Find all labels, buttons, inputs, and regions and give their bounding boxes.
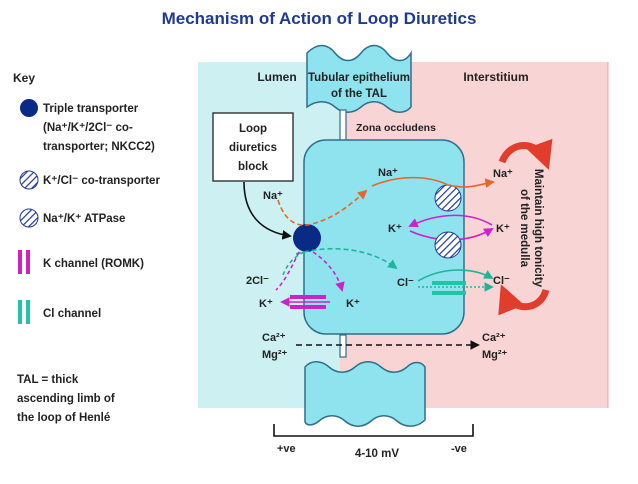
tal-note-line1: TAL = thick — [17, 374, 79, 386]
cl-channel-top — [432, 281, 466, 285]
k-recycle-arrow — [312, 251, 345, 292]
potential-value-label: 4-10 mV — [355, 448, 399, 460]
key-triple-line1: Triple transporter — [43, 103, 139, 115]
int-sign-label: -ve — [451, 443, 467, 455]
block-label-line1: Loop — [239, 123, 267, 135]
romk-channel-top — [290, 295, 326, 299]
key-k-channel-label: K channel (ROMK) — [43, 258, 144, 270]
na-int-label: Na⁺ — [493, 168, 513, 180]
k-atpase-arrow — [408, 214, 493, 228]
loop-diuretics-block-box — [212, 112, 294, 182]
cl-influx-arrow — [295, 247, 398, 270]
block-label-line2: diuretics — [229, 142, 277, 154]
mg-lumen-label: Mg²⁺ — [262, 349, 288, 361]
block-arrow — [243, 181, 292, 240]
cl-int-label: Cl⁻ — [493, 275, 510, 287]
diagram-title: Mechanism of Action of Loop Diuretics — [162, 9, 477, 28]
zona-occludens-label: Zona occludens — [356, 122, 436, 134]
ca-lumen-label: Ca²⁺ — [262, 332, 286, 344]
kcl-cotransporter-icon — [19, 170, 39, 190]
k-influx-arrow — [275, 251, 300, 291]
epithelium-label-line1: Tubular epithelium — [308, 72, 410, 84]
triple-transporter-icon — [20, 99, 38, 117]
romk-channel-bottom — [290, 305, 326, 309]
key-triple-line3: transporter; NKCC2) — [43, 141, 155, 153]
key-heading: Key — [13, 71, 35, 85]
na-k-atpase — [434, 184, 462, 212]
k-lumen-label: K⁺ — [259, 298, 273, 310]
na-efflux-arrow — [371, 176, 495, 188]
tal-note-line3: the loop of Henlé — [17, 412, 110, 424]
interstitium-label: Interstitium — [463, 70, 528, 84]
epithelium-label-line2: of the TAL — [331, 88, 387, 100]
na-k-atpase-icon — [19, 208, 39, 228]
key-kcl-label: K⁺/Cl⁻ co-transporter — [43, 175, 160, 187]
key-atpase-label: Na⁺/K⁺ ATPase — [43, 213, 125, 225]
tonicity-arrow-bottom — [498, 284, 550, 316]
k-int-label: K⁺ — [496, 223, 510, 235]
cl-lumen-label: 2Cl⁻ — [246, 275, 269, 287]
bottom-epithelial-cell — [304, 361, 426, 427]
kcl-cotransporter — [434, 231, 462, 259]
zona-occludens-bottom — [339, 334, 347, 358]
tonicity-arrow-top — [498, 138, 553, 170]
ca-int-label: Ca²⁺ — [482, 332, 506, 344]
potential-bracket — [273, 424, 474, 437]
na-cell-label: Na⁺ — [378, 167, 398, 179]
cl-channel-icon — [18, 300, 30, 324]
zona-occludens-top — [339, 109, 347, 141]
cl-cell-label: Cl⁻ — [397, 277, 414, 289]
cl-lumen-curve — [282, 251, 305, 276]
tonicity-label-line1: Maintain high tonicity — [532, 169, 544, 288]
key-triple-line2: (Na⁺/K⁺/2Cl⁻ co- — [43, 122, 133, 134]
lumen-sign-label: +ve — [277, 443, 296, 455]
mg-int-label: Mg²⁺ — [482, 349, 508, 361]
lumen-label: Lumen — [257, 70, 296, 84]
na-influx-arrow — [277, 189, 368, 226]
k-cell-label: K⁺ — [388, 223, 402, 235]
k-channel-icon — [18, 250, 30, 274]
tal-note-line2: ascending limb of — [17, 393, 115, 405]
na-lumen-label: Na⁺ — [263, 190, 283, 202]
nkcc2-transporter — [293, 224, 321, 252]
block-label-line3: block — [238, 161, 269, 173]
key-cl-channel-label: Cl channel — [43, 308, 101, 320]
k-lumen-out-label: K⁺ — [346, 298, 360, 310]
cl-efflux-arrow — [417, 269, 494, 282]
tonicity-label-line2: of the medulla — [518, 189, 530, 268]
cl-channel-bottom — [432, 291, 466, 295]
